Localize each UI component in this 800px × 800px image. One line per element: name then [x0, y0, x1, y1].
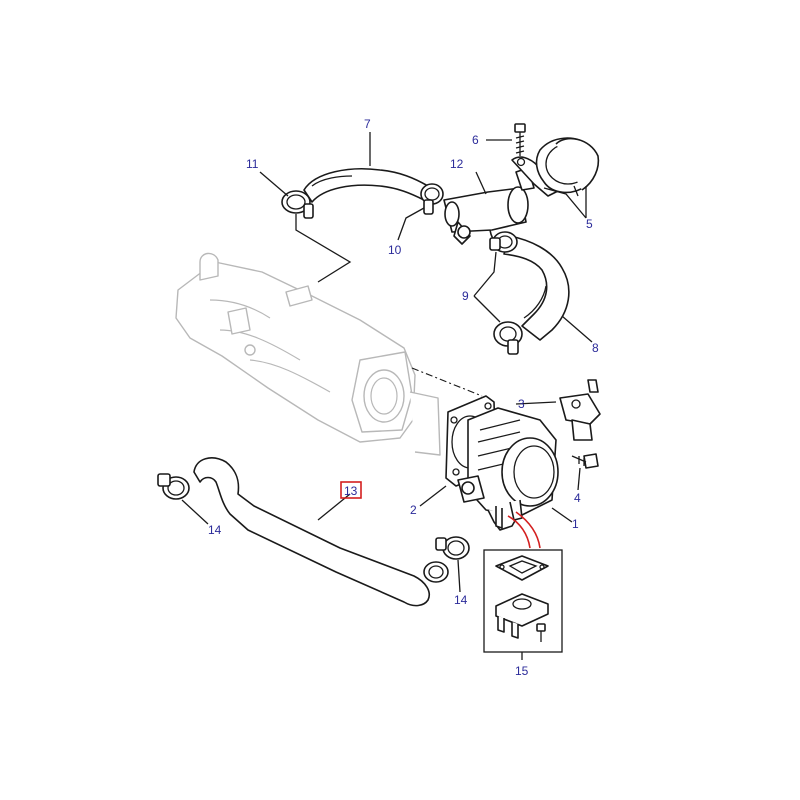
callout-12: 12 — [450, 157, 464, 171]
callout-15: 15 — [515, 664, 529, 678]
callout-1: 1 — [572, 517, 579, 531]
hose-clip-14-left — [157, 473, 190, 500]
throttle-body-1 — [457, 407, 559, 531]
callout-4: 4 — [574, 491, 581, 505]
leader-lines — [181, 132, 593, 660]
callout-labels: 7 11 10 12 6 5 9 8 3 4 2 1 13 14 14 15 — [208, 117, 599, 678]
hose-clip-14-right — [435, 536, 470, 560]
lower-hose-8 — [503, 235, 570, 341]
hose-clip-11 — [281, 190, 314, 219]
screw-4 — [571, 453, 599, 469]
alignment-line — [411, 367, 483, 397]
callout-11: 11 — [246, 157, 259, 171]
valve-body-12 — [443, 167, 535, 246]
inset-frame — [483, 549, 563, 653]
callout-3: 3 — [518, 397, 525, 411]
hose-clip-10 — [420, 183, 444, 215]
callout-13: 13 — [344, 484, 358, 498]
highlight-connectors — [507, 511, 541, 549]
upper-hose — [303, 168, 429, 203]
callout-5: 5 — [586, 217, 593, 231]
repair-kit-15-inset — [483, 549, 563, 653]
elbow-adapter-5 — [511, 137, 600, 197]
callout-2: 2 — [410, 503, 417, 517]
callout-6: 6 — [472, 133, 479, 147]
intake-manifold — [175, 252, 441, 456]
callout-7: 7 — [364, 117, 371, 131]
lower-hose-13 — [193, 457, 449, 607]
hose-clip-9-lower — [493, 321, 523, 355]
callout-14-left: 14 — [208, 523, 222, 537]
hose-clip-9-upper — [489, 231, 518, 253]
callout-8: 8 — [592, 341, 599, 355]
callout-13-highlight-box — [340, 481, 362, 499]
callout-9: 9 — [462, 289, 469, 303]
callout-14-right: 14 — [454, 593, 468, 607]
bolt-6 — [514, 123, 526, 156]
callout-10: 10 — [388, 243, 402, 257]
sensor-3 — [559, 379, 601, 441]
